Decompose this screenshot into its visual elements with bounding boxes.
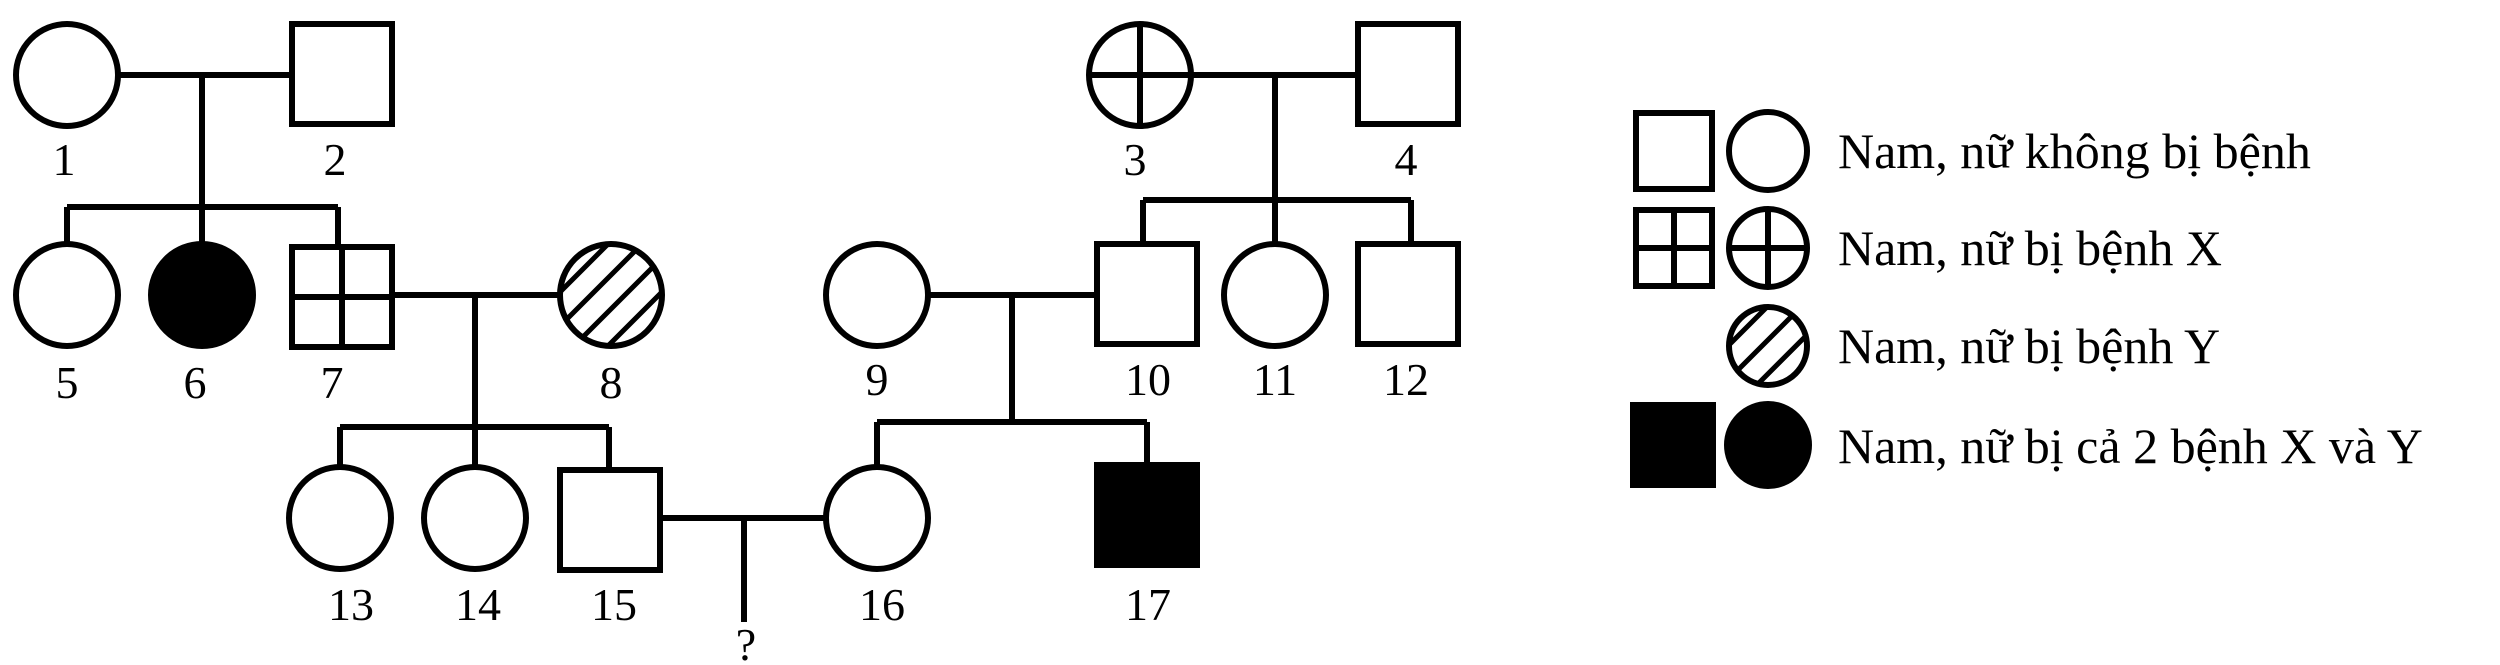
label-8: 8	[600, 357, 623, 408]
unknown-child-label: ?	[736, 619, 756, 665]
individual-2: 2	[289, 21, 395, 185]
legend-text: Nam, nữ không bị bệnh	[1838, 123, 2311, 179]
female-both-diseases-icon	[1724, 401, 1812, 489]
label-4: 4	[1395, 134, 1418, 185]
label-14: 14	[455, 579, 501, 630]
individual-9: 9	[823, 241, 931, 405]
label-13: 13	[328, 579, 374, 630]
label-3: 3	[1124, 134, 1147, 185]
individual-3: 3	[1086, 21, 1194, 185]
male-unaffected-icon	[1633, 110, 1715, 192]
female-disease-x-icon	[1726, 206, 1810, 290]
legend-row-disease-y: Nam, nữ bị bệnh Y	[1726, 304, 2220, 388]
label-11: 11	[1253, 354, 1297, 405]
individual-1: 1	[13, 21, 121, 185]
label-12: 12	[1383, 354, 1429, 405]
individual-5: 5	[13, 241, 121, 408]
label-9: 9	[866, 354, 889, 405]
individual-8: 8	[557, 241, 665, 408]
label-1: 1	[53, 134, 76, 185]
individual-15: 15	[557, 467, 663, 630]
legend-row-both: Nam, nữ bị cả 2 bệnh X và Y	[1630, 401, 2423, 489]
individual-10: 10	[1094, 241, 1200, 405]
individual-6: 6	[148, 241, 256, 408]
label-10: 10	[1125, 354, 1171, 405]
legend-text: Nam, nữ bị cả 2 bệnh X và Y	[1838, 418, 2423, 474]
label-6: 6	[184, 357, 207, 408]
legend-text: Nam, nữ bị bệnh X	[1838, 220, 2222, 276]
female-unaffected-icon	[1726, 109, 1810, 193]
individual-17: 17	[1094, 462, 1200, 630]
label-2: 2	[324, 134, 347, 185]
male-disease-x-icon	[1633, 207, 1715, 289]
individual-11: 11	[1221, 241, 1329, 405]
label-5: 5	[56, 357, 79, 408]
label-16: 16	[859, 579, 905, 630]
legend-row-disease-x: Nam, nữ bị bệnh X	[1633, 206, 2222, 290]
legend: Nam, nữ không bị bệnh Nam, nữ bị bệnh X …	[1630, 109, 2423, 489]
legend-row-unaffected: Nam, nữ không bị bệnh	[1633, 109, 2311, 193]
pedigree-lines	[64, 72, 1414, 622]
individual-14: 14	[421, 464, 529, 630]
male-both-diseases-icon	[1630, 402, 1716, 488]
label-7: 7	[321, 357, 344, 408]
legend-text: Nam, nữ bị bệnh Y	[1838, 318, 2220, 374]
individual-13: 13	[286, 464, 394, 630]
individual-4: 4	[1355, 21, 1461, 185]
label-15: 15	[591, 579, 637, 630]
individual-12: 12	[1355, 241, 1461, 405]
individual-7: 7	[289, 244, 395, 408]
female-disease-y-icon	[1726, 304, 1810, 388]
label-17: 17	[1125, 579, 1171, 630]
individual-16: 16	[823, 464, 931, 630]
